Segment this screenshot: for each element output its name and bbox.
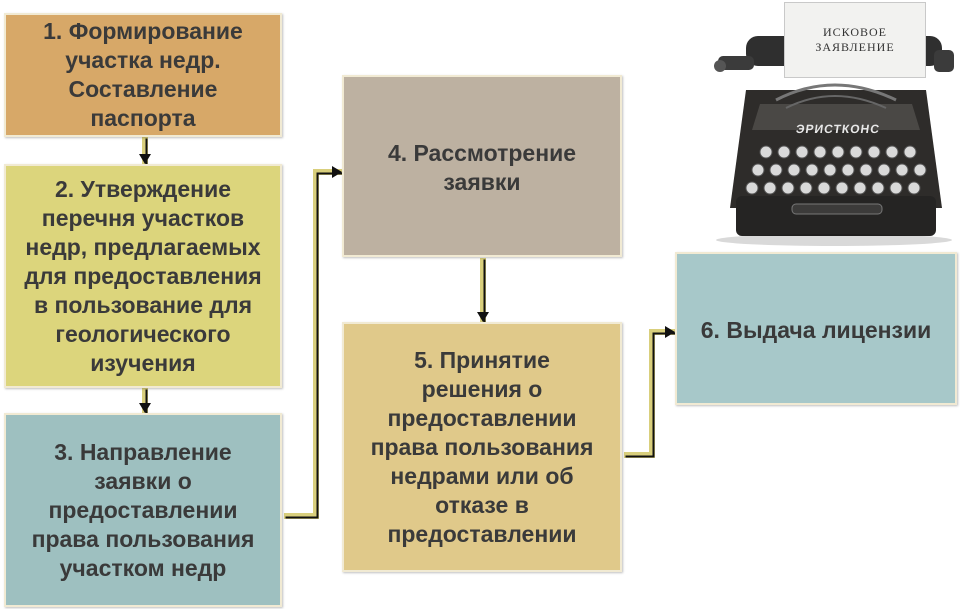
step-2-box: 2. Утверждение перечня участков недр, пр… — [4, 164, 282, 388]
step-1-text: 1. Формирование участка недр. Составлени… — [43, 18, 243, 131]
typewriter-brand: ЭРИСТКОНС — [795, 122, 881, 136]
arrow-5-to-6 — [624, 326, 677, 458]
step-5-box: 5. Принятие решения о предоставлении пра… — [342, 322, 622, 572]
step-3-text: 3. Направление заявки о предоставлении п… — [31, 438, 255, 581]
typewriter-illustration: ИСКОВОЕ ЗАЯВЛЕНИЕ ЭРИСТКОНС — [706, 0, 960, 248]
step-4-text: 4. Рассмотрение заявки — [387, 140, 577, 195]
arrow-3-to-4 — [284, 166, 344, 519]
arrow-4-to-5 — [477, 258, 489, 324]
arrow-1-to-2 — [139, 137, 151, 166]
paper-line-2: ЗАЯВЛЕНИЕ — [815, 40, 895, 54]
step-6-text: 6. Выдача лицензии — [700, 317, 932, 343]
typewriter-paper: ИСКОВОЕ ЗАЯВЛЕНИЕ — [784, 2, 926, 78]
arrow-2-to-3 — [139, 388, 151, 415]
paper-line-1: ИСКОВОЕ — [822, 25, 888, 39]
step-6-box: 6. Выдача лицензии — [675, 252, 957, 405]
step-2-text: 2. Утверждение перечня участков недр, пр… — [24, 175, 262, 376]
step-3-box: 3. Направление заявки о предоставлении п… — [4, 413, 282, 607]
step-5-text: 5. Принятие решения о предоставлении пра… — [370, 346, 594, 547]
step-4-box: 4. Рассмотрение заявки — [342, 75, 622, 257]
step-1-box: 1. Формирование участка недр. Составлени… — [4, 13, 282, 137]
